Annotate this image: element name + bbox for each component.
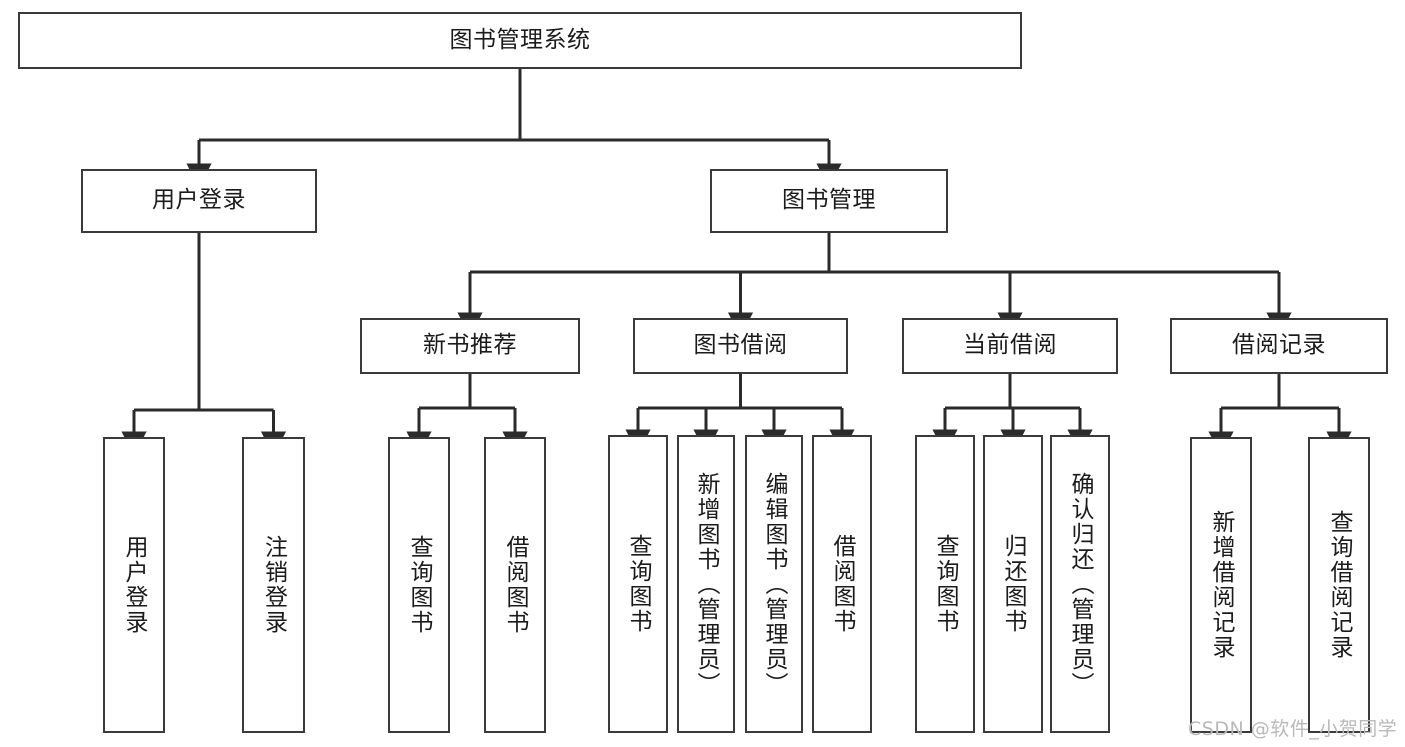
node-label: 查询借阅记录 — [1326, 510, 1353, 660]
node-label: 查询图书 — [932, 534, 959, 634]
node-label: 编辑图书（管理员） — [761, 471, 788, 697]
node-leaf-cur-1[interactable]: 查询图书 — [915, 435, 975, 733]
node-label: 图书借阅 — [693, 332, 788, 359]
node-label: 借阅记录 — [1232, 332, 1326, 359]
node-label: 用户登录 — [152, 187, 246, 214]
node-leaf-login-1[interactable]: 用户登录 — [103, 437, 165, 733]
node-label: 新增图书（管理员） — [693, 471, 720, 697]
node-current[interactable]: 当前借阅 — [902, 318, 1118, 374]
node-leaf-rec-2[interactable]: 查询借阅记录 — [1308, 437, 1370, 733]
node-leaf-borrow-2[interactable]: 新增图书（管理员） — [677, 435, 735, 733]
node-leaf-borrow-1[interactable]: 查询图书 — [608, 435, 668, 733]
node-label: 图书管理 — [782, 187, 876, 214]
node-label: 用户登录 — [121, 535, 148, 635]
node-leaf-new-2[interactable]: 借阅图书 — [484, 437, 546, 733]
node-leaf-cur-2[interactable]: 归还图书 — [983, 435, 1043, 733]
node-label: 归还图书 — [1000, 534, 1027, 634]
node-label: 当前借阅 — [963, 332, 1057, 359]
node-newbook[interactable]: 新书推荐 — [360, 318, 580, 374]
node-label: 确认归还（管理员） — [1067, 471, 1094, 697]
node-bookmgmt[interactable]: 图书管理 — [710, 169, 948, 233]
node-leaf-borrow-3[interactable]: 编辑图书（管理员） — [745, 435, 803, 733]
node-label: 查询图书 — [625, 534, 652, 634]
node-label: 新增借阅记录 — [1208, 510, 1235, 660]
node-leaf-login-2[interactable]: 注销登录 — [242, 437, 305, 733]
node-leaf-rec-1[interactable]: 新增借阅记录 — [1190, 437, 1252, 733]
node-borrow[interactable]: 图书借阅 — [633, 318, 848, 374]
node-label: 借阅图书 — [829, 534, 856, 634]
node-label: 查询图书 — [406, 535, 433, 635]
node-leaf-new-1[interactable]: 查询图书 — [388, 437, 450, 733]
node-label: 新书推荐 — [423, 332, 517, 359]
node-leaf-cur-3[interactable]: 确认归还（管理员） — [1050, 435, 1110, 733]
node-login[interactable]: 用户登录 — [81, 169, 317, 233]
node-root[interactable]: 图书管理系统 — [18, 12, 1022, 69]
node-leaf-borrow-4[interactable]: 借阅图书 — [812, 435, 872, 733]
csdn-watermark: CSDN @软件_小贺同学 — [1188, 718, 1398, 740]
node-records[interactable]: 借阅记录 — [1170, 318, 1388, 374]
node-label: 图书管理系统 — [449, 26, 591, 53]
node-label: 借阅图书 — [502, 535, 529, 635]
node-label: 注销登录 — [260, 535, 287, 635]
